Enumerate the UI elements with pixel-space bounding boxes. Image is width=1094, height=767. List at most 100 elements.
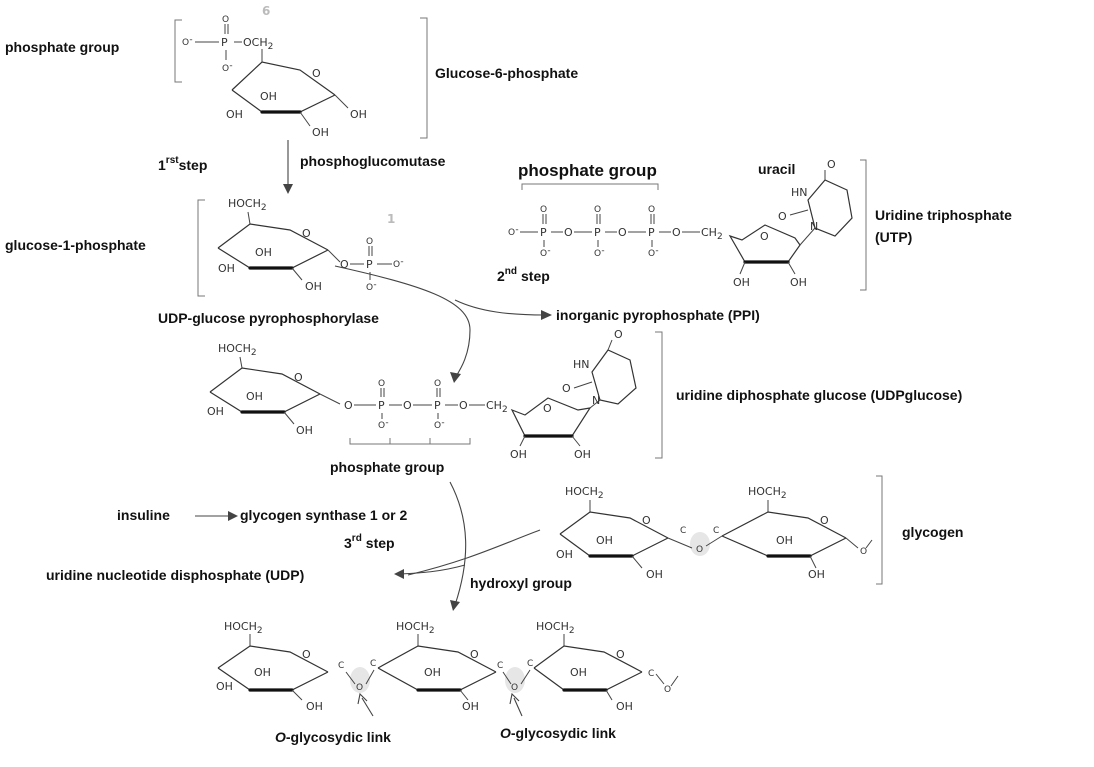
udpg-uracil-co-left: [573, 381, 593, 389]
chain2-ring-o: O: [470, 648, 479, 661]
chain-link2-bond-b: [520, 669, 531, 685]
utp-p-alpha: P: [540, 226, 547, 239]
udpg-o-5prime: O: [459, 399, 468, 412]
g6p-ring-bottom: [231, 89, 336, 113]
link2-pointer-arrow: [513, 697, 523, 717]
udpg-p-1: P: [378, 399, 385, 412]
chain3-oh-3: OH: [570, 666, 587, 679]
chain3-oh2-bond: [605, 689, 613, 701]
udpg-oh-2: OH: [296, 424, 313, 437]
udpg-uracil-o-left: O: [562, 382, 571, 395]
link2-pointer-head: [509, 692, 520, 705]
label-insuline: insuline: [117, 507, 170, 523]
udp-arrowhead: [394, 569, 404, 579]
udpg-oh-3: OH: [246, 390, 263, 403]
g1p-bridge-o: O: [340, 258, 349, 271]
g1p-o-minus-bottom: O-: [366, 280, 377, 293]
chain3-c1-bond: [655, 673, 665, 685]
chain-link2-c-b: C: [527, 659, 533, 669]
step3-arrowhead: [450, 600, 460, 611]
udpg-c1-bond: [319, 393, 341, 405]
udpg-oh-bond-2: [571, 435, 581, 447]
utp-uracil-o-top: O: [827, 158, 836, 171]
g1p-oh-2: OH: [305, 280, 322, 293]
link1-pointer-head: [357, 692, 368, 705]
g6p-och2: OCH2: [243, 36, 273, 52]
g1p-phosphorus: P: [366, 258, 373, 271]
udp-release-arrow: [399, 564, 466, 575]
g6p-oh-4: OH: [226, 108, 243, 121]
chain1-ring-o: O: [302, 648, 311, 661]
step2-curved-arrow: [334, 265, 471, 379]
bracket-phosphate-left: [174, 19, 182, 83]
utp-uracil-o-left: O: [778, 210, 787, 223]
udpg-hoch2: HOCH2: [218, 342, 257, 358]
g6p-ring-o: O: [312, 67, 321, 80]
g1p-oh-3: OH: [255, 246, 272, 259]
chain1-oh-3: OH: [254, 666, 271, 679]
glucose-6-phosphate-molecule: O- P O O- OCH2 6 O OH OH OH OH: [174, 4, 428, 139]
utp-ch2: CH2: [701, 226, 723, 242]
chain1-ring-top: [217, 645, 329, 673]
g1p-oh-4: OH: [218, 262, 235, 275]
gly-a-ring-top: [559, 511, 669, 539]
gly-a-oh2-bond: [631, 555, 643, 569]
bracket-udpglucose: [655, 331, 663, 459]
insuline-arrowhead: [228, 511, 238, 521]
position-6-label: 6: [262, 4, 270, 18]
udpg-oh-4: OH: [207, 405, 224, 418]
glycogen-feed-arrow: [407, 529, 541, 576]
glycogen-molecule: HOCH2 O OH OH OH C O C HOCH2 O OH OH O: [556, 475, 883, 585]
chain-link2-c-a: C: [497, 661, 503, 671]
g6p-o-minus: O-: [182, 35, 193, 48]
utp-bridge-o-2: O: [618, 226, 627, 239]
g6p-oh-3: OH: [260, 90, 277, 103]
bracket-glycogen: [876, 475, 883, 585]
label-udp-glucose-pyrophosphorylase: UDP-glucose pyrophosphorylase: [158, 310, 379, 326]
g6p-oh-2: OH: [312, 126, 329, 139]
g1p-ring-o: O: [302, 227, 311, 240]
chain1-oh-4: OH: [216, 680, 233, 693]
chain1-oh-2: OH: [306, 700, 323, 713]
udpg-oh-bond-1: [519, 435, 526, 447]
chain2-oh-3: OH: [424, 666, 441, 679]
label-o-glycosydic-link-1: O-glycosydic link: [275, 729, 391, 745]
label-glycogen: glycogen: [902, 524, 963, 540]
g6p-phosphorus: P: [221, 36, 228, 49]
utp-oh-bond-2: [787, 261, 796, 275]
g1p-p-o-top: O: [366, 237, 373, 247]
label-inorganic-pyrophosphate: inorganic pyrophosphate (PPI): [556, 307, 760, 323]
gly-b-c1: [845, 537, 859, 549]
bracket-g6p-right: [420, 17, 428, 139]
udpg-p-2: P: [434, 399, 441, 412]
chain-link2-highlight: [505, 667, 525, 693]
utp-oh-bond-1: [739, 261, 746, 275]
utp-o-2: O: [594, 205, 601, 215]
bracket-utp: [860, 159, 867, 291]
chain3-oh-2: OH: [616, 700, 633, 713]
udpg-ring-top: [209, 367, 321, 395]
gly-link-bond-a: [667, 537, 693, 549]
utp-p-gamma: P: [648, 226, 655, 239]
gly-a-ring-o: O: [642, 514, 651, 527]
utp-p-beta: P: [594, 226, 601, 239]
step3-curved-arrow: [449, 481, 467, 606]
label-glycogen-synthase: glycogen synthase 1 or 2: [240, 507, 407, 523]
utp-molecule: O- P O O- O P O O- O P O O- O CH2 O: [508, 158, 867, 291]
g1p-oh2-bond: [291, 267, 303, 281]
utp-o-1: O: [540, 205, 547, 215]
g1p-c6-bond: [247, 211, 251, 225]
g6p-oh2-bond: [299, 111, 311, 127]
gly-a-ring-bottom: [559, 533, 669, 557]
udpg-o-1: O: [378, 379, 385, 389]
glycogen-link-highlight: [690, 532, 710, 556]
gly-b-oh-3: OH: [776, 534, 793, 547]
udpg-oh-2prime: OH: [510, 448, 527, 461]
bracket-udpg-phosphate: [349, 438, 471, 445]
utp-uracil-ring: [807, 179, 853, 237]
gly-a-oh-3: OH: [596, 534, 613, 547]
